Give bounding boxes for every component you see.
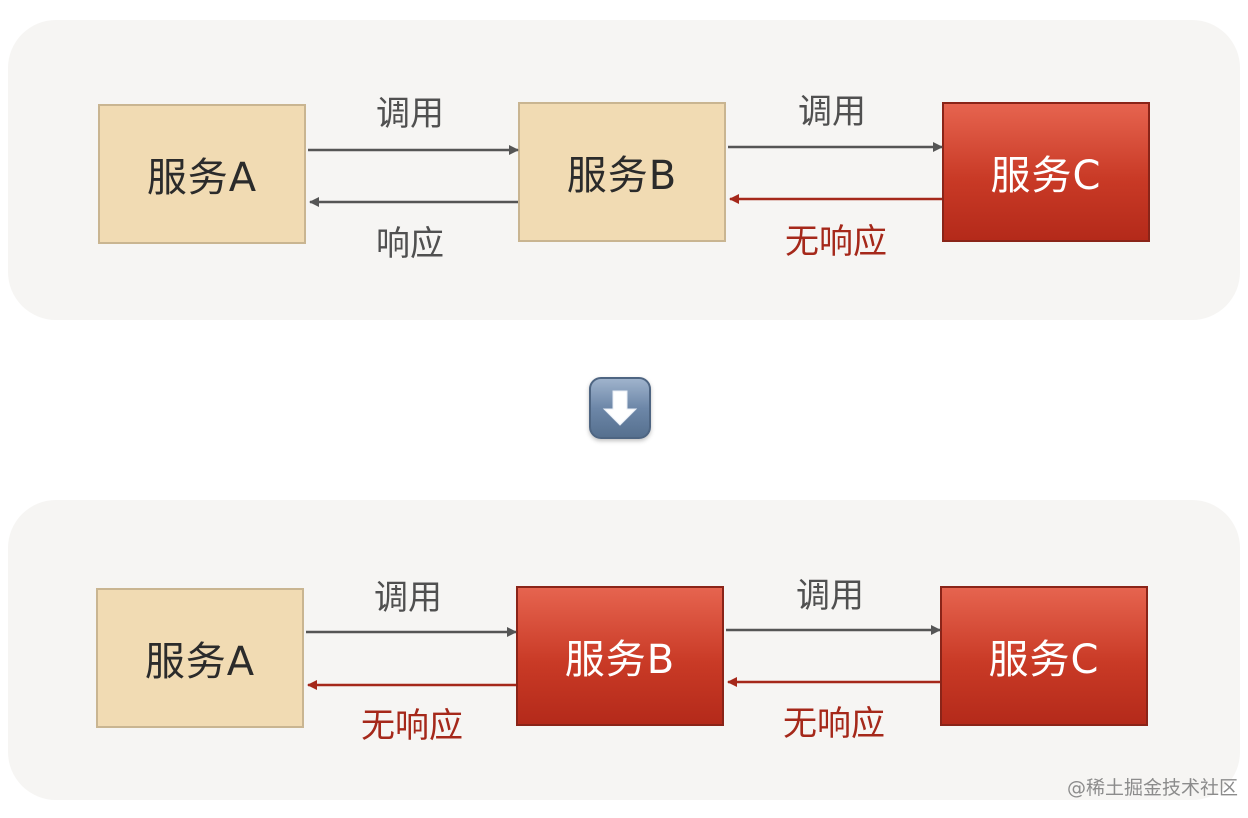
no-response-label: 无响应 [783,704,885,744]
call-label: 调用 [798,92,866,132]
call-label: 调用 [374,578,442,618]
service-label: 服务B [566,153,678,199]
service-a-box: 服务A [98,104,306,244]
service-label: 服务A [144,639,256,685]
call-label: 调用 [796,576,864,616]
down-arrow-icon [589,377,651,439]
service-label: 服务B [564,637,676,683]
service-a-box: 服务A [96,588,304,728]
watermark: @稀土掘金技术社区 [1066,777,1238,799]
no-response-label: 无响应 [361,706,463,746]
service-label: 服务C [990,153,1102,199]
no-response-label: 无响应 [785,222,887,262]
service-c-box: 服务C [942,102,1150,242]
call-label: 调用 [376,94,444,134]
service-c-box: 服务C [940,586,1148,726]
response-label: 响应 [376,224,444,264]
service-label: 服务A [146,155,258,201]
service-label: 服务C [988,637,1100,683]
service-b-box: 服务B [516,586,724,726]
service-b-box: 服务B [518,102,726,242]
